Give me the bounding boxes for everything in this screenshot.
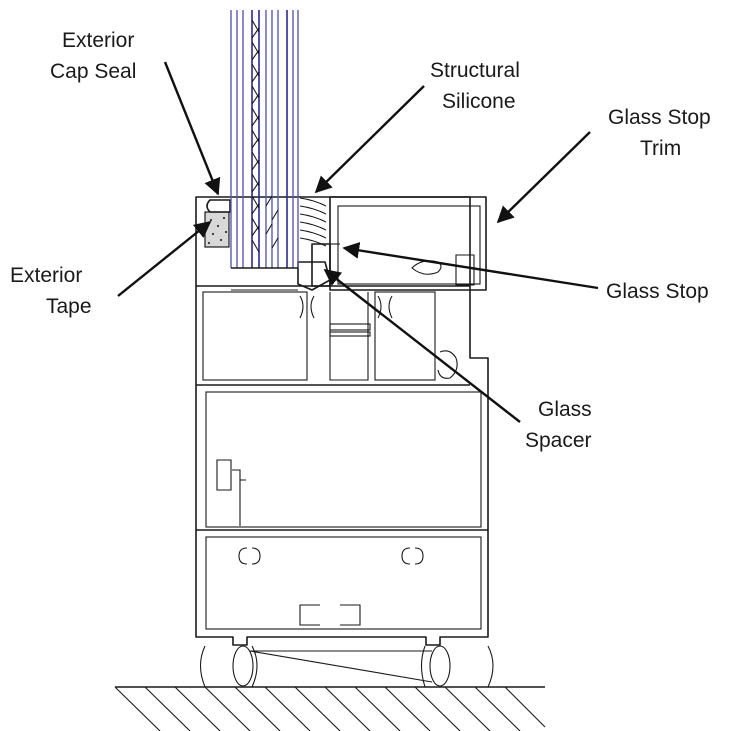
label-glass-spacer: Glass Spacer — [525, 398, 592, 452]
svg-text:Spacer: Spacer — [525, 429, 592, 452]
svg-text:Glass Stop: Glass Stop — [606, 280, 709, 303]
svg-text:Tape: Tape — [46, 295, 92, 318]
svg-text:Glass Stop: Glass Stop — [608, 106, 711, 129]
structural-silicone — [299, 197, 327, 247]
insulated-glass-unit — [230, 10, 299, 291]
glass-spacer — [297, 261, 331, 291]
label-glass-stop: Glass Stop — [606, 280, 709, 303]
label-exterior-cap-seal: Exterior Cap Seal — [50, 29, 136, 83]
label-structural-silicone: Structural Silicone — [430, 59, 520, 113]
svg-text:Glass: Glass — [538, 398, 592, 421]
setting-blocks — [199, 645, 494, 688]
svg-text:Exterior: Exterior — [10, 264, 82, 287]
exterior-tape — [204, 211, 230, 248]
exterior-cap-seal — [206, 199, 231, 213]
glass-stop-trim — [329, 196, 487, 379]
svg-text:Structural: Structural — [430, 59, 520, 82]
svg-text:Exterior: Exterior — [62, 29, 134, 52]
label-exterior-tape: Exterior Tape — [10, 264, 92, 318]
mullion-frame — [195, 196, 489, 646]
leader-lines — [117, 61, 599, 423]
glass-stop — [311, 243, 340, 287]
svg-text:Trim: Trim — [640, 137, 681, 160]
ground-surface — [114, 686, 546, 731]
svg-text:Silicone: Silicone — [442, 90, 516, 113]
svg-text:Cap Seal: Cap Seal — [50, 60, 136, 83]
label-glass-stop-trim: Glass Stop Trim — [608, 106, 711, 160]
